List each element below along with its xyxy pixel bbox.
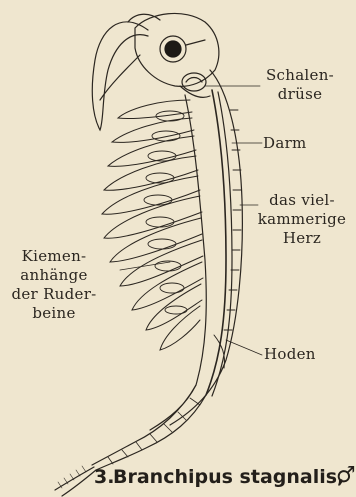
compound-eye xyxy=(165,41,181,57)
caption-number: 3. xyxy=(94,466,114,488)
caption-species: Branchipus stagnalis, xyxy=(113,466,344,488)
label-schalendruese-line2: drüse xyxy=(262,85,338,104)
label-kiemen-line1: Kiemen- xyxy=(6,247,102,266)
label-herz: das viel- kammerige Herz xyxy=(254,191,350,248)
gut xyxy=(206,90,226,395)
label-darm: Darm xyxy=(263,134,307,153)
male-symbol: ♂ xyxy=(336,463,356,488)
label-kiemen-line3: der Ruder- xyxy=(6,285,102,304)
label-kiemen-line4: beine xyxy=(6,304,102,323)
label-schalendruese-line1: Schalen- xyxy=(262,66,338,85)
label-herz-line1: das viel- xyxy=(254,191,350,210)
abdomen xyxy=(92,385,196,465)
label-kiemen-line2: anhänge xyxy=(6,266,102,285)
label-herz-line3: Herz xyxy=(254,229,350,248)
label-schalendruese: Schalen- drüse xyxy=(262,66,338,104)
label-hoden: Hoden xyxy=(264,345,316,364)
label-kiemenanhaenge: Kiemen- anhänge der Ruder- beine xyxy=(6,247,102,323)
label-herz-line2: kammerige xyxy=(254,210,350,229)
